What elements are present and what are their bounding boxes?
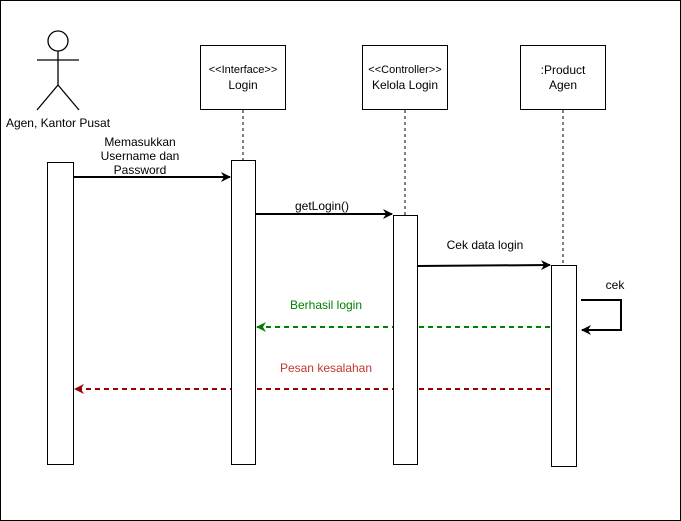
lifeline-name: Login (228, 77, 258, 92)
lifeline-box-kelola-login: <<Controller>> Kelola Login (362, 45, 448, 110)
lifeline-name: Kelola Login (371, 77, 439, 92)
message-label-line: Password (113, 163, 167, 177)
lifeline-name: Agen (548, 77, 577, 92)
activation-bar-actor (47, 162, 74, 465)
stick-figure-icon (36, 30, 80, 111)
message-arrow-cek-data (416, 260, 551, 271)
message-label-berhasil: Berhasil login (289, 298, 363, 312)
actor-label: Agen, Kantor Pusat (5, 116, 111, 130)
lifeline-box-login: <<Interface>> Login (200, 45, 286, 110)
message-label-line: Memasukkan (104, 135, 176, 149)
message-label-line: Username dan (100, 149, 180, 163)
message-label-self-cek: cek (605, 278, 625, 292)
message-label-input: Memasukkan Username dan Password (90, 135, 190, 177)
message-arrow-self-cek (581, 299, 622, 335)
lifeline-stereotype: <<Controller>> (368, 63, 442, 76)
message-label-pesan: Pesan kesalahan (279, 361, 373, 375)
activation-bar-kelola-login (393, 215, 418, 465)
lifeline-stereotype: <<Interface>> (208, 63, 278, 76)
message-label-cek-data: Cek data login (446, 238, 524, 252)
message-label-getlogin: getLogin() (294, 199, 350, 213)
activation-bar-login (231, 160, 256, 465)
lifeline-box-product-agen: :Product Agen (520, 45, 606, 110)
lifeline-stereotype: :Product (540, 62, 586, 77)
activation-bar-product-agen (551, 265, 577, 467)
